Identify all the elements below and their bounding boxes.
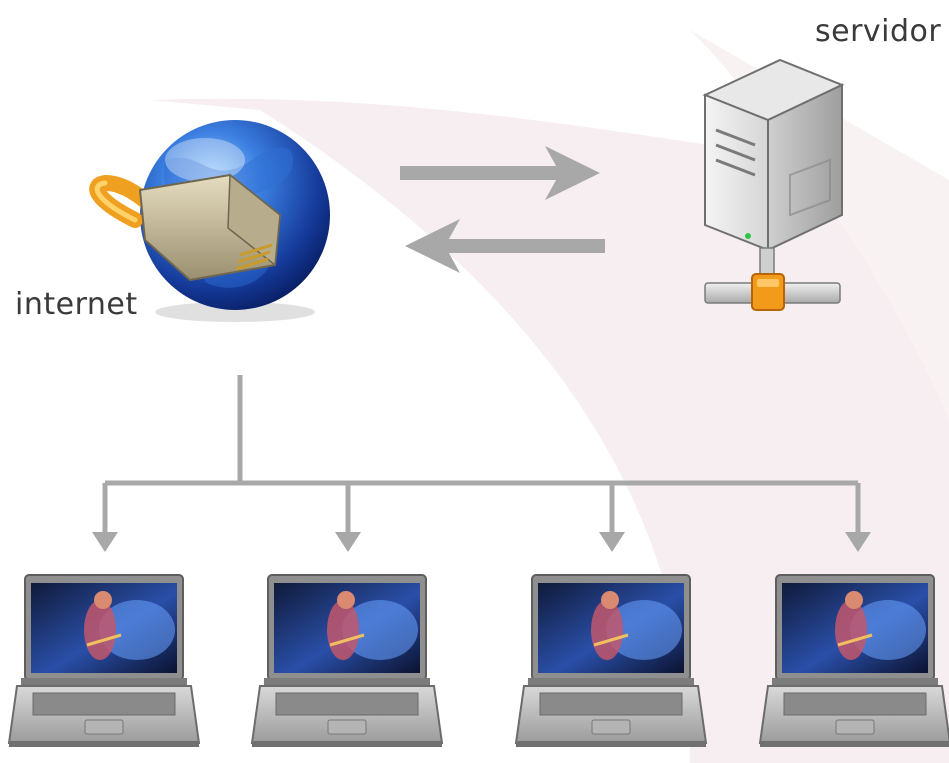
arrow-to-internet [405,219,605,273]
distribution-lines [102,375,861,538]
laptop-icon [758,574,949,747]
laptop-icon [514,574,708,747]
internet-label: internet [15,287,138,322]
server-label: servidor [815,14,942,49]
laptop-icon [250,574,444,747]
laptop-icon [7,574,201,747]
arrow-to-server [400,146,600,200]
arrowheads [92,532,871,552]
server-tower-icon [702,58,845,311]
internet-globe-icon [89,120,330,322]
background-swoosh [150,98,949,763]
laptop-group [7,574,949,747]
